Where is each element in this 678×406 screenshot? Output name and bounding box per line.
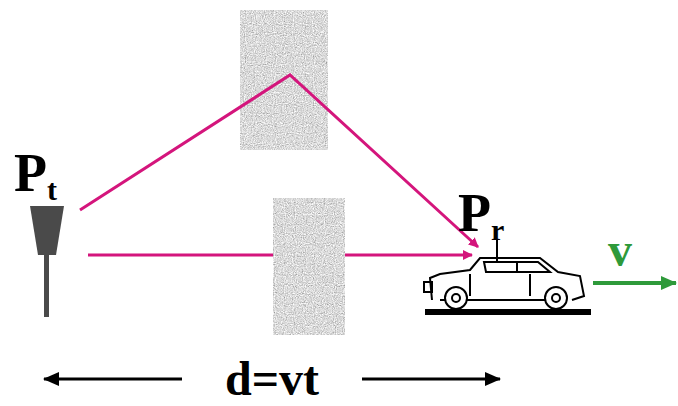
ground-bar [425, 309, 591, 315]
antenna-symbol [30, 206, 64, 255]
antenna-mast [44, 255, 49, 317]
velocity-arrow [593, 281, 676, 285]
power-label: Pt [14, 146, 57, 205]
velocity-label: v [608, 226, 632, 274]
car-icon [424, 240, 584, 309]
dimension-arrow [44, 378, 182, 381]
direct-ray [88, 254, 273, 257]
direct-ray [345, 254, 472, 257]
dimension-arrow [362, 378, 500, 381]
power-label: Pr [458, 186, 504, 245]
distance-label: d=vt [225, 355, 319, 403]
obstacle [273, 198, 345, 335]
reflected-ray [80, 75, 478, 247]
